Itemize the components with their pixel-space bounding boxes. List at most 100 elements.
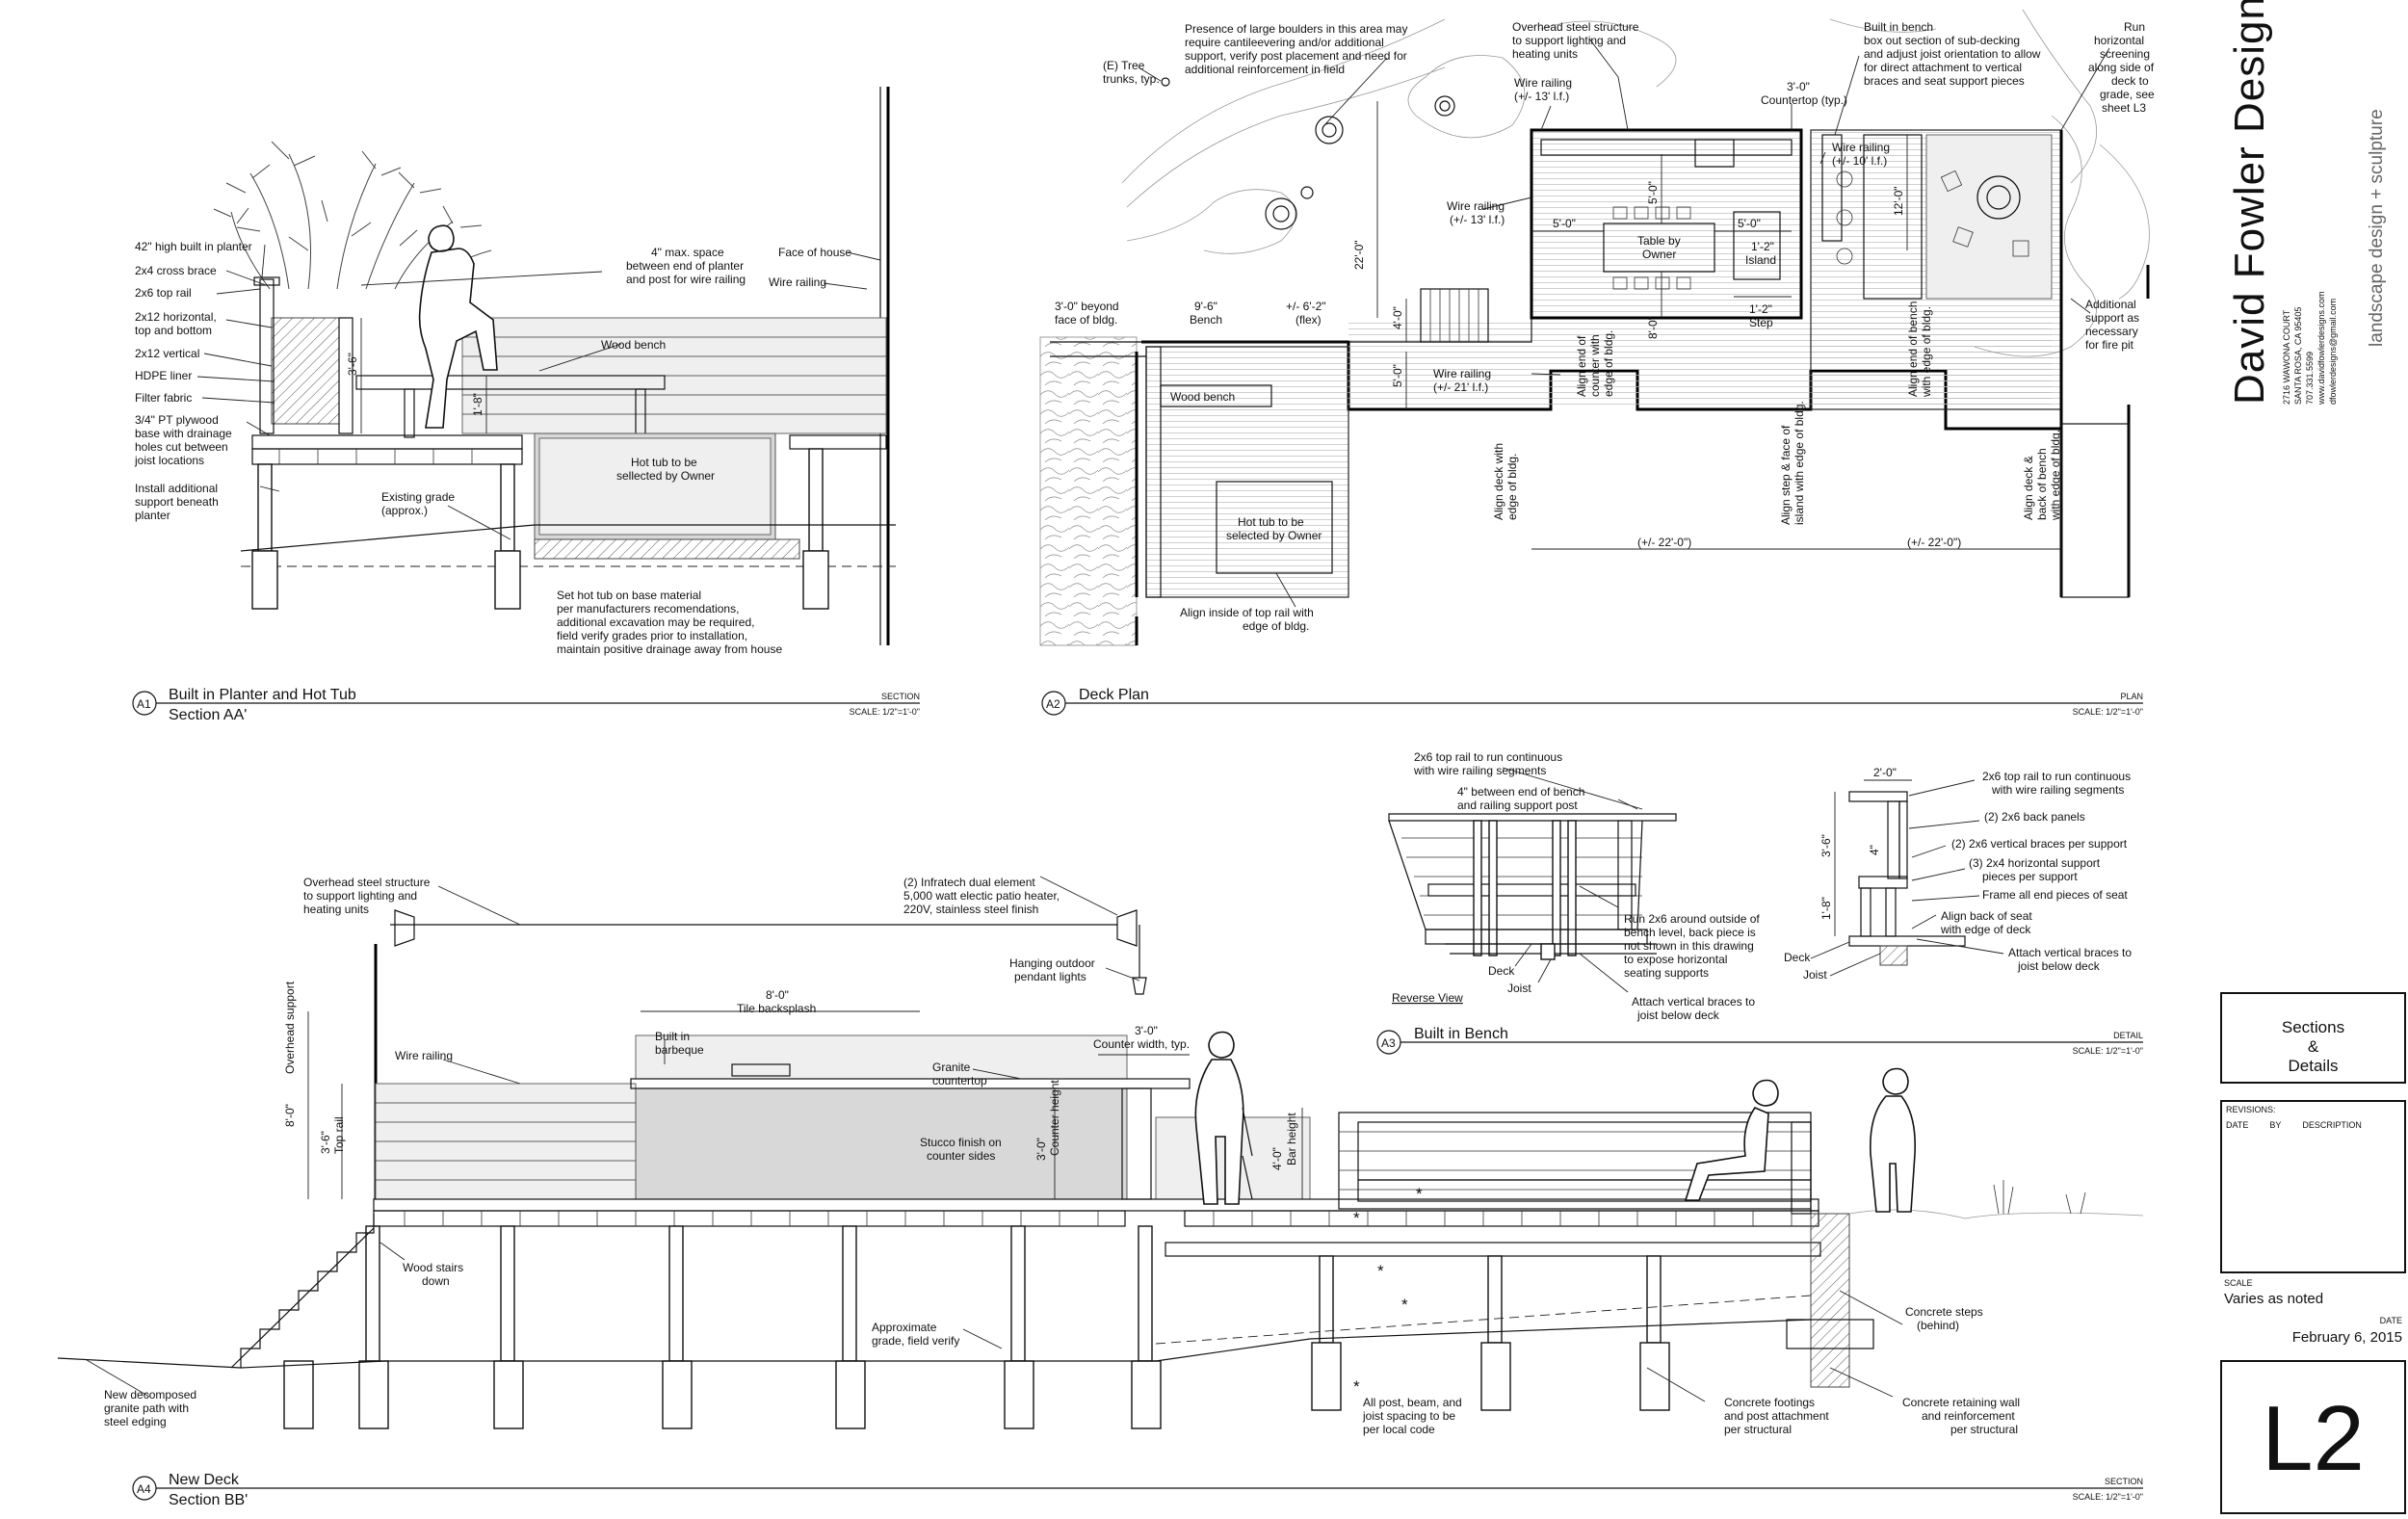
- a3-label: Deck: [1784, 951, 1811, 964]
- a4-label: Approximate: [872, 1321, 937, 1334]
- a2-dim: (+/- 22'-0"): [1637, 536, 1691, 549]
- a2-label: Step: [1749, 316, 1773, 329]
- plan-table: [1603, 223, 1715, 273]
- a1-scale: SCALE: 1/2"=1'-0": [850, 707, 920, 717]
- a2-label: Wire railing: [1447, 199, 1505, 213]
- person-figure: [418, 224, 498, 429]
- a2-label: Bench: [1190, 313, 1222, 327]
- a3-label: with edge of deck: [1940, 923, 2031, 936]
- a2-type: PLAN: [2120, 692, 2143, 701]
- brand-panel: David Fowler Designs 2716 WAWONA COURT S…: [2220, 0, 2406, 963]
- drawing-sheet: 3'-6" 1'-8" 42" high built in planter 2x…: [57, 9, 2155, 1508]
- a4-dim: 3'-6": [319, 1131, 332, 1154]
- a2-label: 9'-6": [1194, 300, 1217, 313]
- a2-label: and adjust joist orientation to allow: [1864, 47, 2041, 61]
- plan-lower-deck: [1145, 346, 1349, 598]
- a1-label: 2x12 horizontal,: [135, 310, 217, 324]
- a3-label: (2) 2x6 back panels: [1984, 810, 2085, 824]
- email-link[interactable]: dfowlerdesigns@gmail.com: [2328, 298, 2338, 405]
- a2-id: A2: [1046, 697, 1060, 711]
- a2-label: braces and seat support pieces: [1864, 74, 2025, 88]
- note-asterisk: *: [1416, 1185, 1423, 1203]
- a2-label: Run: [2124, 20, 2145, 34]
- a2-label: 1'-2": [1749, 302, 1772, 316]
- a2-dim-50: 5'-0": [1738, 217, 1761, 230]
- a4-label: New decomposed: [104, 1388, 196, 1401]
- a1-label: planter: [135, 509, 170, 522]
- revision-column-header: BY: [2269, 1120, 2282, 1130]
- a4-label: Tile backsplash: [737, 1002, 816, 1015]
- a3-label: Attach vertical braces to: [1632, 995, 1755, 1008]
- a4-label: per structural: [1950, 1423, 2018, 1436]
- a2-label: additional reinforcement in field: [1185, 63, 1345, 76]
- a2-label: island with edge of bldg.: [1793, 401, 1806, 525]
- a1-label: top and bottom: [135, 324, 212, 337]
- a2-label: with edge of bldg.: [1920, 306, 1933, 398]
- a1-label: field verify grades prior to installatio…: [557, 629, 747, 642]
- bamboo-plants: [213, 141, 492, 290]
- a4-label: Wire railing: [395, 1049, 453, 1062]
- a4-dim: Counter height: [1048, 1080, 1061, 1156]
- a4-label: 3'-0": [1135, 1024, 1158, 1037]
- a2-label: necessary: [2085, 325, 2138, 338]
- sheet-title: Sections & Details: [2220, 992, 2406, 1084]
- a2-label: (+/- 10' l.f.): [1832, 154, 1887, 168]
- a2-label: Wire railing: [1832, 141, 1890, 154]
- a2-dim-50: 5'-0": [1646, 181, 1660, 204]
- a2-label: with edge of bldg.: [2049, 430, 2062, 521]
- address-line: 707.331.5599: [2305, 351, 2315, 405]
- retaining-wall: [1810, 1213, 1850, 1388]
- scale-value: Varies as noted: [2224, 1291, 2324, 1307]
- a2-label: (+/- 21' l.f.): [1433, 380, 1488, 394]
- revisions-label: REVISIONS:: [2226, 1105, 2276, 1114]
- a3-label: bench level, back piece is: [1624, 926, 1756, 939]
- a4-label: counter sides: [927, 1149, 995, 1163]
- a4-label: Overhead steel structure: [303, 876, 431, 889]
- a2-label: for fire pit: [2085, 338, 2134, 352]
- a1-subtitle: Section AA': [169, 707, 247, 723]
- drawing-a1: 3'-6" 1'-8" 42" high built in planter 2x…: [132, 87, 920, 723]
- a4-label: Built in: [655, 1030, 690, 1043]
- a1-label: 42" high built in planter: [135, 240, 252, 253]
- a2-label: +/- 6'-2": [1286, 300, 1326, 313]
- a2-label: Additional: [2085, 298, 2136, 311]
- a2-label: Table by: [1637, 234, 1681, 248]
- heater-right: [1116, 909, 1138, 947]
- a2-label: 3'-0": [1787, 80, 1810, 93]
- a1-label: maintain positive drainage away from hou…: [557, 642, 782, 656]
- a3-label: Joist: [1507, 982, 1531, 995]
- drawing-a2: 22'-0" 4'-0" 5'-0" 5'-0" 5'-0" 5'-0" 8'-…: [1039, 9, 2155, 717]
- a3-label: with wire railing segments: [1991, 783, 2124, 797]
- address-line: 2716 WAWONA COURT: [2282, 309, 2291, 405]
- a4-label: All post, beam, and: [1363, 1396, 1462, 1409]
- a4-label: grade, field verify: [872, 1334, 959, 1348]
- a2-scale: SCALE: 1/2"=1'-0": [2073, 707, 2143, 717]
- scale-label: SCALE: [2224, 1278, 2253, 1288]
- a3-dim-18: 1'-8": [1819, 897, 1833, 920]
- a3-label: Align back of seat: [1941, 909, 2032, 923]
- a1-label: sellected by Owner: [616, 469, 715, 483]
- a2-title: Deck Plan: [1079, 687, 1149, 703]
- a1-label: 2x12 vertical: [135, 347, 199, 360]
- a3-label: and railing support post: [1457, 799, 1578, 812]
- a3-label: Reverse View: [1392, 991, 1463, 1005]
- revision-column-header: DATE: [2226, 1120, 2249, 1130]
- a1-label: and post for wire railing: [626, 273, 746, 286]
- a3-label: (2) 2x6 vertical braces per support: [1951, 837, 2128, 851]
- a1-dim-18: 1'-8": [471, 393, 484, 416]
- a2-label: face of bldg.: [1055, 313, 1117, 327]
- a3-label: (3) 2x4 horizontal support: [1969, 856, 2101, 870]
- a1-label: Hot tub to be: [631, 456, 697, 469]
- a2-label: edge of bldg.: [1243, 619, 1309, 633]
- a2-label: box out section of sub-decking: [1864, 34, 2020, 47]
- a2-dim-120: 12'-0": [1892, 186, 1905, 216]
- fire-pit: [1976, 175, 2021, 220]
- a3-label: 2x6 top rail to run continuous: [1414, 750, 1562, 764]
- a4-label: Hanging outdoor: [1009, 956, 1095, 970]
- a4-label: Stucco finish on: [920, 1136, 1002, 1149]
- website-link[interactable]: www.davidfowlerdesigns.com: [2316, 291, 2326, 405]
- a2-label: Align inside of top rail with: [1180, 606, 1314, 619]
- a2-label: Presence of large boulders in this area …: [1185, 22, 1407, 36]
- a2-label: Hot tub to be: [1238, 515, 1304, 529]
- a2-label: trunks, typ.: [1103, 72, 1160, 86]
